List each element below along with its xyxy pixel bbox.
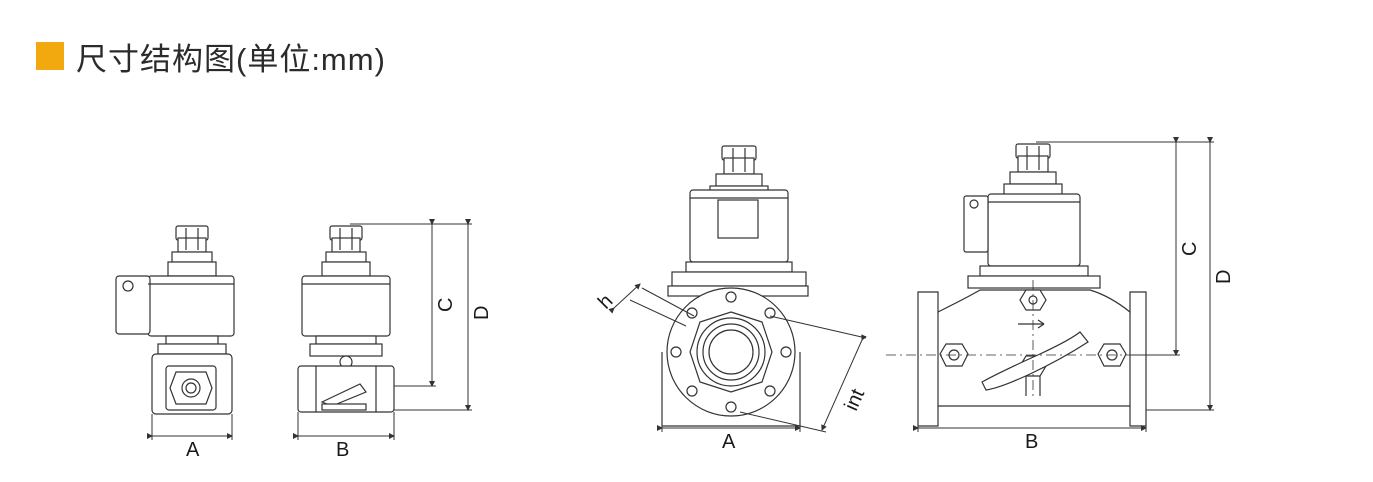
large-side-dim-lines bbox=[913, 137, 1214, 432]
section-header: 尺寸结构图(单位:mm) bbox=[36, 36, 386, 77]
small-valve-front-view bbox=[115, 225, 235, 415]
large-valve-front-view bbox=[661, 145, 809, 427]
small-side-dim-lines bbox=[293, 219, 472, 440]
large-front-dim-lines bbox=[608, 283, 867, 433]
small-front-dim-a bbox=[147, 414, 233, 440]
small-side-label-b: B bbox=[336, 439, 349, 461]
large-side-label-c: C bbox=[1179, 242, 1201, 256]
large-front-label-a: A bbox=[722, 431, 736, 453]
large-side-label-b: B bbox=[1025, 431, 1038, 453]
header-square-icon bbox=[36, 42, 64, 70]
small-valve-side-view bbox=[297, 225, 395, 413]
small-front-label-a: A bbox=[186, 439, 200, 461]
section-title: 尺寸结构图(单位:mm) bbox=[76, 41, 386, 77]
large-front-label-int: int bbox=[840, 385, 869, 414]
large-side-center-line bbox=[886, 280, 1170, 400]
small-side-label-c: C bbox=[435, 298, 457, 312]
small-side-label-d: D bbox=[471, 306, 493, 320]
large-front-label-h: h bbox=[594, 290, 617, 313]
large-valve-side-view bbox=[917, 143, 1147, 427]
large-side-label-d: D bbox=[1213, 270, 1235, 284]
